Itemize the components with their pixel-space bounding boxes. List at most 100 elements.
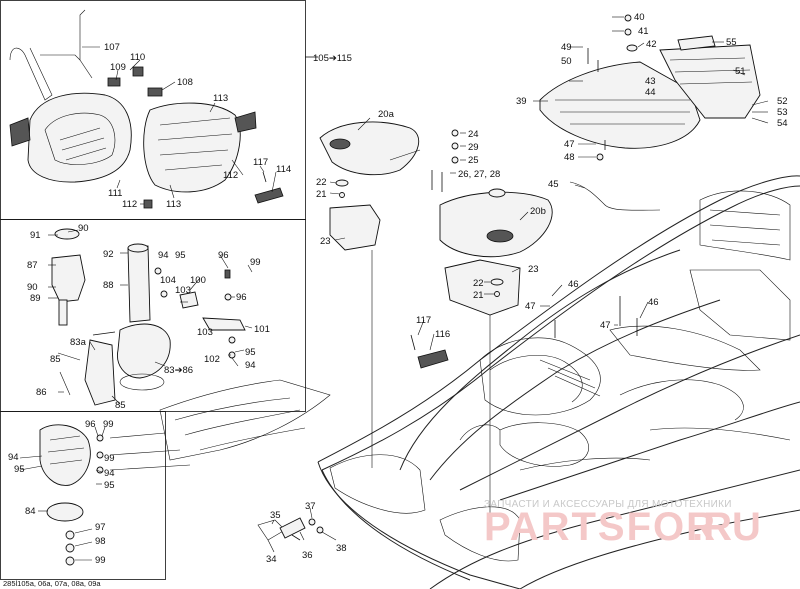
callout-104: 104 (160, 275, 176, 286)
callout-92: 92 (103, 249, 114, 260)
callout-95-right: 95 (245, 347, 256, 358)
callout-50: 50 (561, 56, 572, 67)
callout-21-right: 21 (473, 290, 484, 301)
callout-46-right: 46 (648, 297, 659, 308)
callout-102: 102 (204, 354, 220, 365)
callout-103-top: 103 (175, 285, 191, 296)
callout-99-bottom: 99 (95, 555, 106, 566)
callout-95-mid: 95 (175, 250, 186, 261)
callout-20a: 20a (378, 109, 395, 120)
callout-23-left: 23 (320, 236, 331, 247)
callout-45: 45 (548, 179, 559, 190)
callout-88: 88 (103, 280, 114, 291)
callout-100: 100 (190, 275, 206, 286)
callout-111: 111 (108, 188, 122, 199)
callout-44: 44 (645, 87, 656, 98)
callout-96-mid: 96 (236, 292, 247, 303)
callout-42: 42 (646, 39, 657, 50)
callout-101: 101 (254, 324, 270, 335)
callout-94-br: 94 (104, 468, 115, 479)
callout-21-left: 21 (316, 189, 327, 200)
callout-47-right: 47 (600, 320, 611, 331)
callout-114: 114 (276, 164, 291, 175)
callout-103-bottom: 103 (197, 327, 213, 338)
callout-54: 54 (777, 118, 788, 129)
callout-53: 53 (777, 107, 788, 118)
callout-37: 37 (305, 501, 316, 512)
watermark: ЗАПЧАСТИ И АКСЕССУАРЫ ДЛЯ МОТОТЕХНИКИ PA… (484, 499, 761, 549)
callout-83a: 83a (70, 337, 87, 348)
figure-code: 285l105a, 06a, 07a, 08a, 09a (3, 579, 101, 588)
callout-109: 109 (110, 62, 126, 73)
callout-24: 24 (468, 129, 479, 140)
callout-46-left: 46 (568, 279, 579, 290)
watermark-brand: PARTSFOR (484, 505, 717, 549)
callout-87: 87 (27, 260, 38, 271)
inset-frames (0, 0, 318, 580)
callout-34: 34 (266, 554, 277, 565)
callout-48: 48 (564, 152, 575, 163)
callout-22-right: 22 (473, 278, 484, 289)
callout-85-left: 85 (50, 354, 61, 365)
callout-112-right: 112 (223, 170, 238, 181)
callout-94-mid: 94 (158, 250, 169, 261)
callout-43: 43 (645, 76, 656, 87)
callout-86: 86 (36, 387, 47, 398)
watermark-caption: ЗАПЧАСТИ И АКСЕССУАРЫ ДЛЯ МОТОТЕХНИКИ (484, 499, 732, 510)
callout-94-right: 94 (245, 360, 256, 371)
callout-49: 49 (561, 42, 572, 53)
callout-25: 25 (468, 155, 479, 166)
callout-41: 41 (638, 26, 649, 37)
callout-22-left: 22 (316, 177, 327, 188)
callout-52: 52 (777, 96, 788, 107)
steering-parts (51, 228, 246, 406)
callout-35: 35 (270, 510, 281, 521)
callout-47-mid: 47 (525, 301, 536, 312)
callout-95-br: 95 (104, 480, 115, 491)
callout-113-top: 113 (213, 93, 228, 104)
callout-36: 36 (302, 550, 313, 561)
nozzle-parts (39, 424, 191, 566)
callout-107: 107 (104, 42, 120, 53)
callout-94-bl: 94 (8, 452, 19, 463)
hatch-parts (319, 121, 661, 369)
callout-116: 116 (435, 329, 450, 340)
callout-85-bottom: 85 (115, 400, 126, 411)
hull-drawing (159, 175, 800, 589)
callout-99-bl: 99 (104, 453, 115, 464)
callout-26-27-28: 26, 27, 28 (458, 169, 500, 180)
reference-note: 105➔115 (313, 53, 352, 64)
callout-99-top: 99 (250, 257, 261, 268)
callout-91: 91 (30, 230, 41, 241)
callout-20b: 20b (530, 206, 546, 217)
fastener-parts (257, 517, 324, 541)
glovebox-parts (9, 9, 284, 209)
callout-117-top: 117 (253, 157, 268, 168)
callout-90-top: 90 (78, 223, 89, 234)
callout-95-bl: 95 (14, 464, 25, 475)
callout-29: 29 (468, 142, 479, 153)
callout-90-mid: 90 (27, 282, 38, 293)
callout-110: 110 (130, 52, 145, 63)
callout-96-bottom: 96 (85, 419, 96, 430)
callout-40: 40 (634, 12, 645, 23)
callout-97: 97 (95, 522, 106, 533)
callout-39: 39 (516, 96, 527, 107)
callout-23-right: 23 (528, 264, 539, 275)
callout-96-top: 96 (218, 250, 229, 261)
callout-55: 55 (726, 37, 737, 48)
callout-108: 108 (177, 77, 193, 88)
callout-47-top: 47 (564, 139, 575, 150)
callout-98: 98 (95, 536, 106, 547)
callout-117-center: 117 (416, 315, 431, 326)
leader-lines (19, 16, 769, 561)
callout-83-86: 83➔86 (164, 365, 193, 376)
callout-84: 84 (25, 506, 36, 517)
callout-112-bottom: 112 (122, 199, 137, 210)
callout-89: 89 (30, 293, 41, 304)
callout-labels: 107 110 109 108 113 117 114 112 111 112 … (8, 12, 788, 566)
callout-51: 51 (735, 66, 746, 77)
watermark-domain: .RU (692, 505, 761, 549)
callout-99-bottom-top: 99 (103, 419, 114, 430)
